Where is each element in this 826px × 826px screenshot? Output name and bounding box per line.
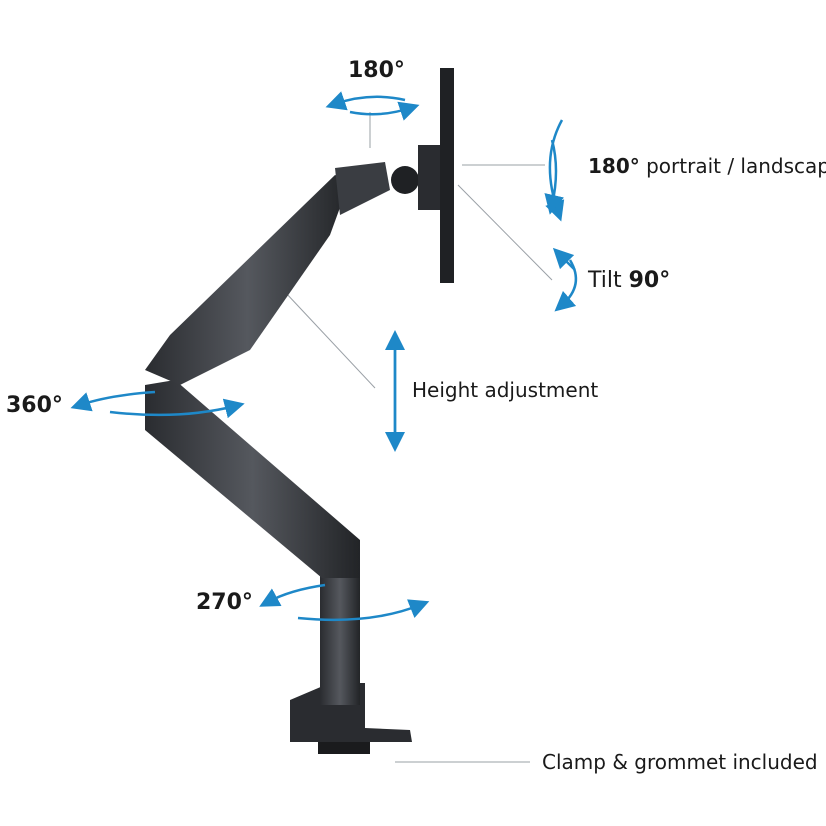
- portrait-text: portrait / landscape: [646, 154, 826, 178]
- tilt-label: Tilt 90°: [588, 268, 670, 293]
- upper-arm: [145, 175, 350, 385]
- base-swivel-label: 270°: [196, 590, 253, 615]
- top-rotation-label: 180°: [348, 58, 405, 83]
- portrait-landscape-label: 180° portrait / landscape: [588, 154, 826, 178]
- rotation-arrows: [70, 91, 578, 622]
- portrait-degrees: 180°: [588, 154, 640, 178]
- monitor: [440, 68, 454, 283]
- clamp-label: Clamp & grommet included: [542, 750, 818, 774]
- tilt-text: Tilt: [588, 268, 622, 293]
- pole: [320, 570, 360, 705]
- leader-lines: [284, 112, 553, 763]
- tilt-degrees: 90°: [628, 268, 671, 293]
- arm-swivel-label: 360°: [6, 393, 63, 418]
- height-adjustment-label: Height adjustment: [412, 378, 599, 402]
- lower-arm: [145, 380, 360, 578]
